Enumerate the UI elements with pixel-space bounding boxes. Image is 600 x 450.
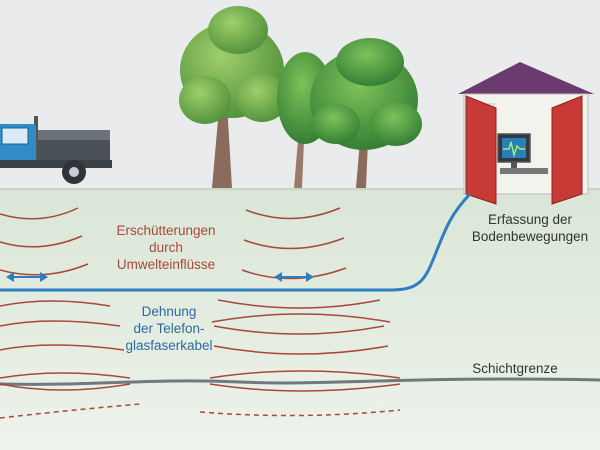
- tree-icon: [310, 38, 422, 188]
- strain-label-line-1: Dehnung: [141, 304, 197, 319]
- wave-arc: [209, 370, 401, 379]
- layer-boundary-label-text: Schichtgrenze: [472, 361, 558, 376]
- double-arrow-icon: [274, 272, 314, 282]
- detection-label-line-1: Erfassung der: [487, 212, 573, 227]
- wave-arc: [0, 344, 125, 351]
- wave-arc: [0, 235, 83, 248]
- strain-label-line-3: glasfaserkabel: [125, 338, 213, 353]
- strain-label-line-2: der Telefon-: [133, 321, 205, 336]
- wave-arc: [209, 383, 401, 392]
- ground: [0, 188, 600, 450]
- wave-arc: [0, 207, 79, 220]
- wave-arc: [243, 237, 345, 250]
- fiber-cable: [0, 192, 472, 292]
- vibrations-label-line-1: Erschütterungen: [116, 223, 216, 238]
- wave-arc: [211, 313, 391, 323]
- strain-label: Dehnung der Telefon- glasfaserkabel: [104, 303, 234, 354]
- wave-arc: [217, 299, 381, 309]
- detection-label: Erfassung der Bodenbewegungen: [462, 211, 598, 245]
- vibrations-label-line-3: Umwelteinflüsse: [116, 257, 216, 272]
- wave-arc: [0, 383, 131, 391]
- wave-arc: [0, 300, 111, 307]
- vibrations-label: Erschütterungen durch Umwelteinflüsse: [96, 222, 236, 273]
- wave-arc: [241, 267, 347, 280]
- detection-label-line-2: Bodenbewegungen: [471, 229, 589, 244]
- vibrations-label-line-2: durch: [149, 240, 183, 255]
- vibration-waves-dashed: [0, 403, 401, 419]
- double-arrow-icon: [6, 272, 48, 282]
- layer-boundary-line: [0, 377, 600, 386]
- wave-arc: [245, 207, 341, 220]
- wave-arc: [0, 372, 131, 379]
- monitoring-station-icon: [458, 62, 594, 205]
- wave-arc: [213, 345, 389, 355]
- wave-arc: [213, 325, 385, 335]
- wave-arc: [0, 320, 121, 327]
- tree-icon: [179, 6, 288, 188]
- monitor-icon: [497, 133, 531, 168]
- wave-arc-dashed: [199, 409, 401, 417]
- truck-icon: [0, 116, 112, 184]
- layer-boundary-label: Schichtgrenze: [460, 360, 570, 377]
